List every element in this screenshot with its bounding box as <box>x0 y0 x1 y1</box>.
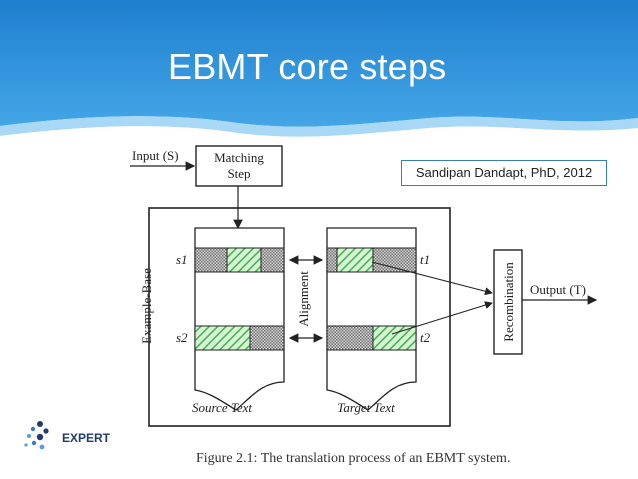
t2-label: t2 <box>420 330 431 345</box>
header-band <box>0 0 638 150</box>
input-label: Input (S) <box>132 148 179 163</box>
source-text-label: Source Text <box>192 400 252 415</box>
matching-step-box <box>195 145 283 187</box>
recombination-label: Recombination <box>501 262 516 342</box>
t1-label: t1 <box>420 252 430 267</box>
t1-segment-match <box>336 247 374 273</box>
header-background <box>0 0 638 127</box>
s1-segment-match <box>226 247 262 273</box>
s1-label: s1 <box>176 252 188 267</box>
output-label: Output (T) <box>530 282 586 297</box>
alignment-label: Alignment <box>296 271 311 327</box>
target-text-label: Target Text <box>337 400 395 415</box>
s2-segment-match <box>194 325 251 351</box>
t2-segment-match <box>372 325 417 351</box>
example-base-label: Example-Base <box>139 268 154 344</box>
t1-to-recombination-arrow <box>371 261 493 296</box>
credit-box: Sandipan Dandapt, PhD, 2012 <box>401 160 607 186</box>
target-document <box>326 227 417 411</box>
header-wave-white <box>0 126 638 150</box>
t2-to-recombination-arrow <box>391 301 493 335</box>
recombination-box <box>493 249 523 355</box>
s2-label: s2 <box>176 330 188 345</box>
matching-step-line1: Matching <box>214 150 264 165</box>
logo-text: EXPERT <box>62 431 111 445</box>
source-document <box>194 227 285 411</box>
example-base-box <box>148 207 451 427</box>
figure-caption: Figure 2.1: The translation process of a… <box>196 451 511 466</box>
matching-step-line2: Step <box>227 166 250 181</box>
slide-title: EBMT core steps <box>168 46 447 87</box>
expert-logo <box>24 421 49 450</box>
header-wave-light <box>0 116 638 137</box>
